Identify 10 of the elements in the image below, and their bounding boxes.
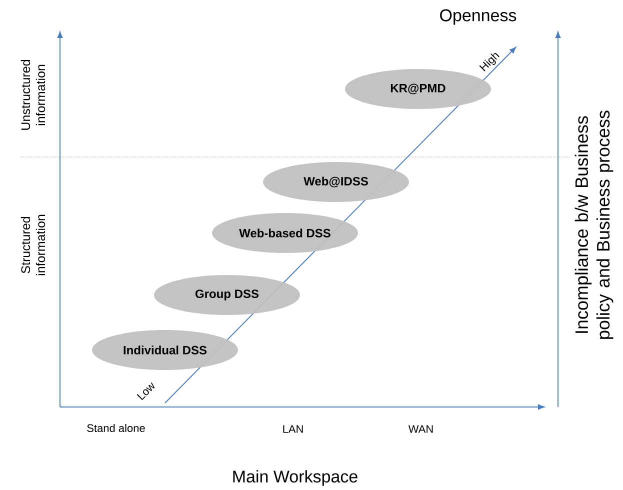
axis-title: Incompliance b/w Business policy and Business process bbox=[574, 110, 614, 339]
region-label: Structured information bbox=[20, 214, 46, 276]
tick-label: LAN bbox=[283, 425, 303, 433]
axis-title: Openness bbox=[440, 9, 516, 25]
tick-label: Stand alone bbox=[87, 424, 145, 432]
scale-label: High bbox=[479, 53, 500, 72]
axis-title: Main Workspace bbox=[233, 470, 358, 486]
tick-label: WAN bbox=[408, 425, 433, 433]
scale-label: Low bbox=[136, 382, 155, 400]
region-label: Unstructured information bbox=[20, 60, 46, 130]
